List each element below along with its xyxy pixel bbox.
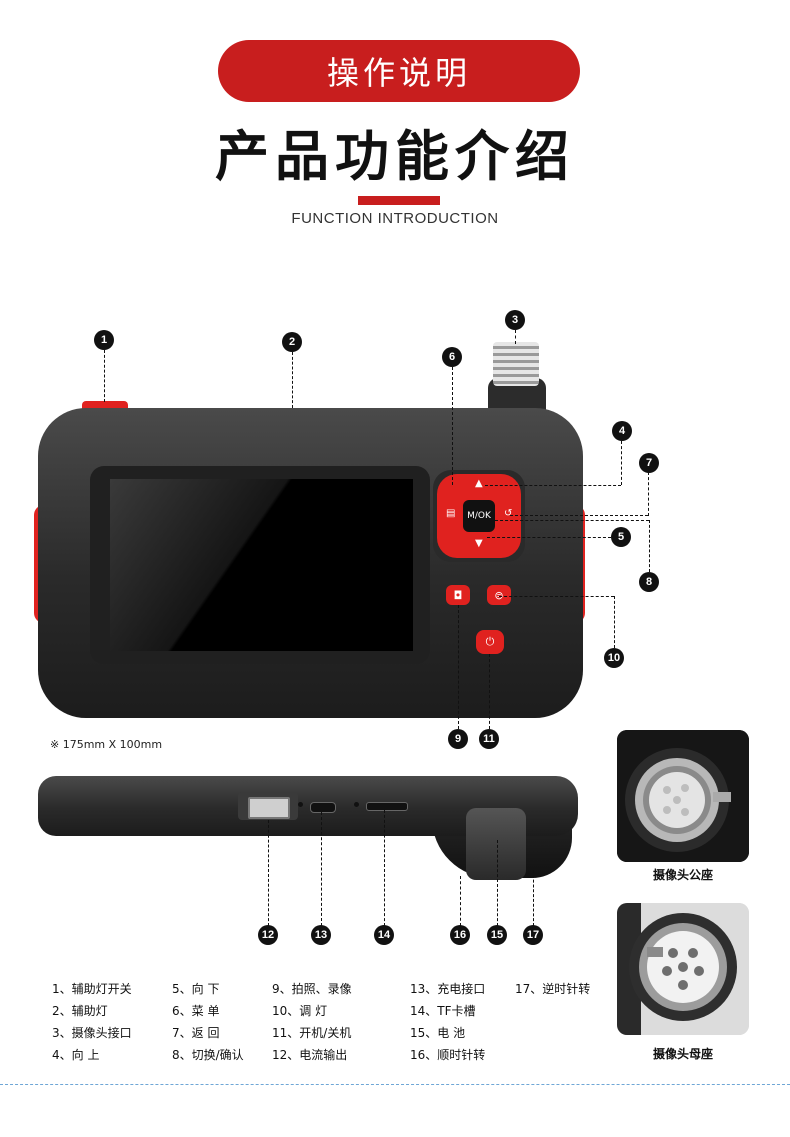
camera-connector <box>493 342 539 386</box>
legend-item: 8、切换/确认 <box>172 1048 244 1062</box>
callout-11: 11 <box>479 729 499 749</box>
callout-16: 16 <box>450 925 470 945</box>
legend-item: 14、TF卡槽 <box>410 1004 476 1018</box>
legend-item: 11、开机/关机 <box>272 1026 352 1040</box>
leader-4-v <box>621 441 622 485</box>
leader-16 <box>460 876 461 926</box>
legend-item: 17、逆时针转 <box>515 982 591 996</box>
leader-14 <box>384 810 385 926</box>
callout-14: 14 <box>374 925 394 945</box>
leader-9 <box>458 605 459 729</box>
leader-17 <box>533 870 534 926</box>
photo-male-connector <box>617 730 749 862</box>
callout-1: 1 <box>94 330 114 350</box>
photo-female-connector <box>617 903 749 1035</box>
legend-item: 7、返 回 <box>172 1026 220 1040</box>
callout-8: 8 <box>639 572 659 592</box>
callout-7: 7 <box>639 453 659 473</box>
leader-7-h <box>510 515 648 516</box>
tf-card-slot <box>366 802 408 811</box>
light-icon: ⊜ <box>494 588 504 602</box>
callout-6: 6 <box>442 347 462 367</box>
charge-port <box>310 802 336 813</box>
indicator-dot-1 <box>298 802 303 807</box>
male-connector-drawing <box>617 730 749 862</box>
leader-4-h <box>485 485 621 486</box>
callout-5: 5 <box>611 527 631 547</box>
power-icon: ⏻ <box>485 635 495 648</box>
camera-icon: ◘ <box>453 588 463 602</box>
battery-cover <box>466 808 526 880</box>
leader-10-h <box>499 596 614 597</box>
menu-icon: ▤ <box>446 508 456 519</box>
photo-female-caption: 摄像头母座 <box>652 1047 713 1061</box>
legend-item: 3、摄像头接口 <box>52 1026 132 1040</box>
title-divider <box>358 196 440 205</box>
legend-item: 10、调 灯 <box>272 1004 328 1018</box>
header-pill-text: 操作说明 <box>326 54 471 92</box>
legend-item: 5、向 下 <box>172 982 220 996</box>
legend-item: 4、向 上 <box>52 1048 100 1062</box>
callout-4: 4 <box>612 421 632 441</box>
back-icon: ↺ <box>504 508 513 519</box>
callout-17: 17 <box>523 925 543 945</box>
device-screen <box>110 479 413 651</box>
leader-11 <box>489 654 490 729</box>
legend-item: 13、充电接口 <box>410 982 486 996</box>
page-subtitle: FUNCTION INTRODUCTION <box>291 210 499 227</box>
usb-output-port <box>248 797 290 819</box>
leader-13 <box>321 812 322 926</box>
legend-item: 15、电 池 <box>410 1026 466 1040</box>
light-key: ⊜ <box>487 585 511 605</box>
page-title: 产品功能介绍 <box>215 125 575 188</box>
callout-9: 9 <box>448 729 468 749</box>
legend-item: 16、顺时针转 <box>410 1048 486 1062</box>
power-key: ⏻ <box>476 630 504 654</box>
indicator-dot-2 <box>354 802 359 807</box>
legend-item: 6、菜 单 <box>172 1004 220 1018</box>
callout-2: 2 <box>282 332 302 352</box>
legend-item: 9、拍照、录像 <box>272 982 352 996</box>
leader-5-h <box>487 537 611 538</box>
callout-12: 12 <box>258 925 278 945</box>
callout-15: 15 <box>487 925 507 945</box>
callout-10: 10 <box>604 648 624 668</box>
dimension-note: ※ 175mm X 100mm <box>50 738 163 751</box>
leader-10-v <box>614 596 615 648</box>
female-connector-drawing <box>617 903 749 1035</box>
leader-7-v <box>648 472 649 516</box>
legend-item: 12、电流输出 <box>272 1048 348 1062</box>
legend-item: 2、辅助灯 <box>52 1004 108 1018</box>
callout-13: 13 <box>311 925 331 945</box>
leader-15 <box>497 840 498 926</box>
down-arrow-icon: ▼ <box>475 538 483 549</box>
leader-8-v <box>649 520 650 572</box>
camera-key: ◘ <box>446 585 470 605</box>
bottom-divider <box>0 1084 790 1085</box>
confirm-key: M/OK <box>463 500 495 532</box>
header-pill: 操作说明 <box>218 40 580 102</box>
leader-2 <box>292 352 293 408</box>
confirm-key-label: M/OK <box>467 511 491 521</box>
legend-item: 1、辅助灯开关 <box>52 982 132 996</box>
leader-3 <box>515 330 516 344</box>
leader-8-h <box>495 520 649 521</box>
photo-male-caption: 摄像头公座 <box>652 868 713 882</box>
up-arrow-icon: ▲ <box>475 478 483 489</box>
leader-12 <box>268 820 269 926</box>
leader-6 <box>452 367 453 485</box>
leader-1 <box>104 350 105 402</box>
callout-3: 3 <box>505 310 525 330</box>
